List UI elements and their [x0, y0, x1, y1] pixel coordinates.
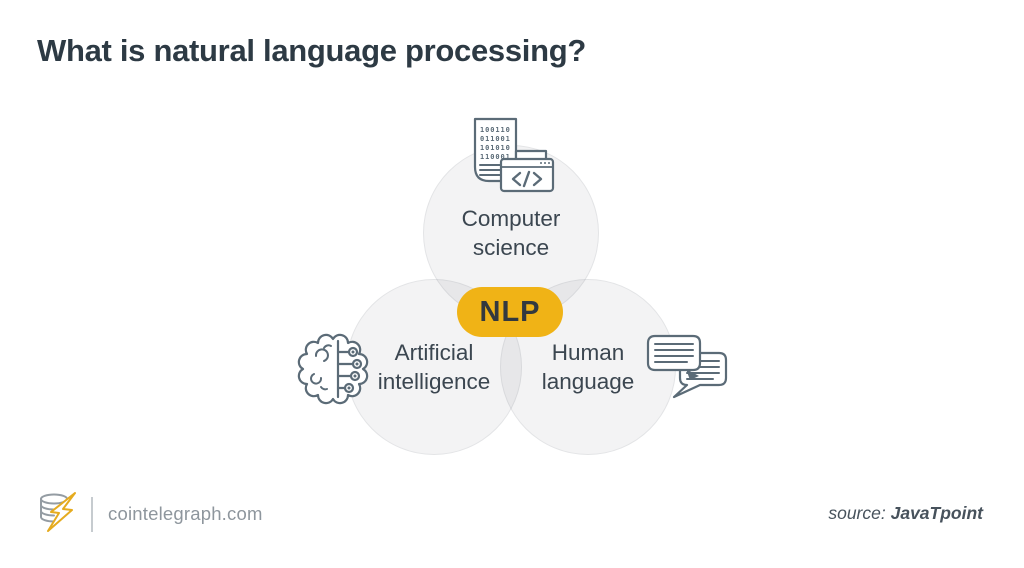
nlp-label: NLP	[479, 295, 541, 328]
svg-text:011001: 011001	[480, 135, 511, 143]
source-value: JavaTpoint	[890, 503, 983, 523]
svg-text:110001: 110001	[480, 153, 511, 161]
cointelegraph-coin-bolt-logo	[40, 492, 76, 532]
page-title: What is natural language processing?	[37, 33, 587, 68]
svg-text:101010: 101010	[480, 144, 511, 152]
svg-text:100110: 100110	[480, 126, 511, 134]
site-link[interactable]: cointelegraph.com	[108, 503, 263, 524]
computer-science-label: Computer science	[461, 206, 561, 260]
footer-divider	[91, 497, 93, 532]
source-label: source:	[828, 503, 886, 523]
artificial-intelligence-label: Artificial intelligence	[377, 340, 491, 394]
human-language-label: Human language	[541, 340, 635, 394]
brain-circuit-icon	[297, 333, 369, 405]
nlp-center-badge: NLP	[457, 287, 563, 337]
chat-bubbles-icon	[646, 334, 728, 399]
binary-code-window-icon: 100110 011001 101010 110001	[473, 117, 555, 193]
source-attribution: source: JavaTpoint	[828, 503, 983, 524]
